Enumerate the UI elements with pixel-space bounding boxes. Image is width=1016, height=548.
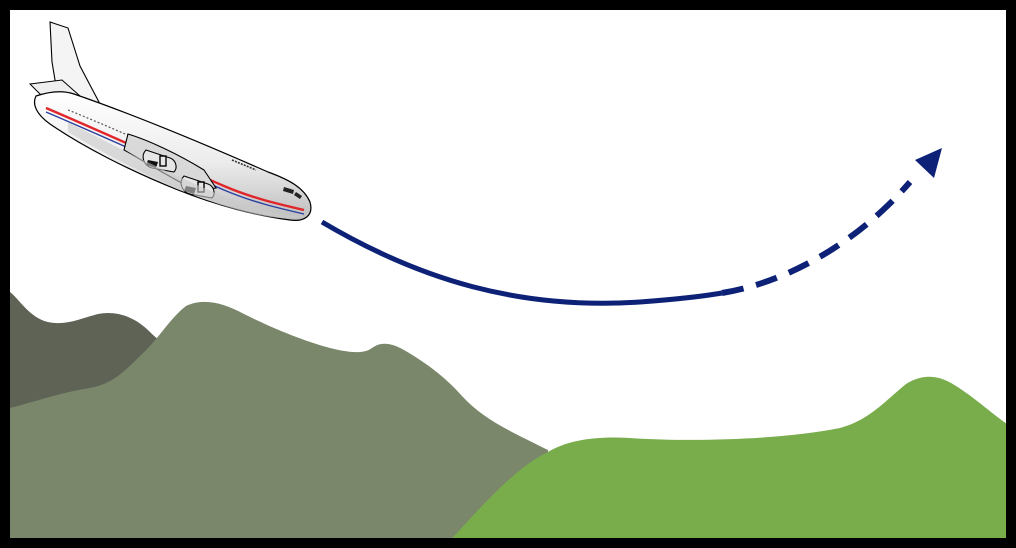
- flight-diagram: [0, 0, 1016, 548]
